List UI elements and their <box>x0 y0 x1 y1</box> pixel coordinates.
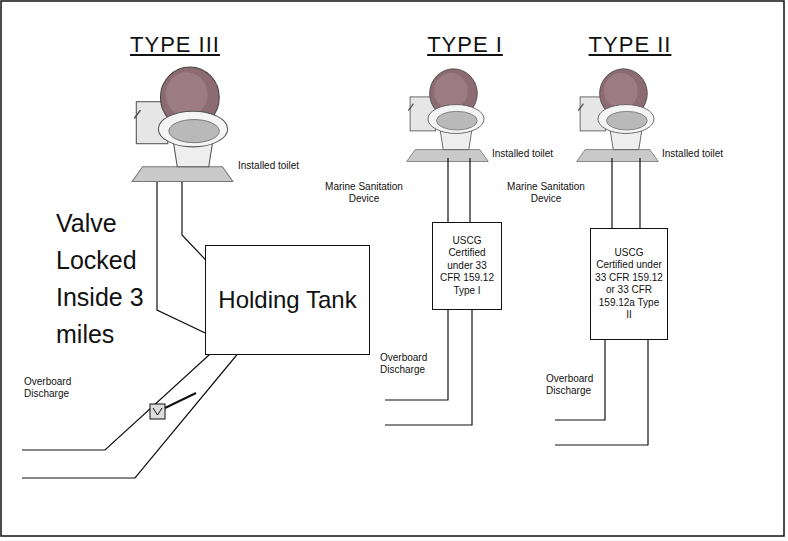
pipes <box>22 158 648 478</box>
type-heading: TYPE I <box>405 32 525 58</box>
part-label: Installed toilet <box>492 148 582 160</box>
note-text: Valve Locked Inside 3 miles <box>56 205 146 353</box>
holding-tank: Holding Tank <box>205 245 370 355</box>
part-label: Installed toilet <box>238 160 328 172</box>
pipe-label: Overboard Discharge <box>24 376 86 400</box>
pipe-label: Overboard Discharge <box>380 352 438 376</box>
box-text: USCG Certified under 33 CFR 159.12 or 33… <box>595 247 663 322</box>
valve-symbol <box>150 393 196 419</box>
toilet-figure <box>407 69 489 162</box>
part-label: Marine Sanitation Device <box>504 181 588 205</box>
box-text: Holding Tank <box>218 285 356 315</box>
type-heading: TYPE II <box>570 32 690 58</box>
pipe-label: Overboard Discharge <box>546 373 600 397</box>
certified-device-box: USCG Certified under 33 CFR 159.12 or 33… <box>590 228 668 340</box>
box-text: USCG Certified under 33 CFR 159.12 Type … <box>437 235 497 298</box>
type-heading: TYPE III <box>115 32 235 58</box>
toilet-figure <box>132 67 233 181</box>
part-label: Marine Sanitation Device <box>322 181 406 205</box>
toilet-figure <box>577 69 659 162</box>
certified-device-box: USCG Certified under 33 CFR 159.12 Type … <box>432 222 502 310</box>
part-label: Installed toilet <box>662 148 752 160</box>
